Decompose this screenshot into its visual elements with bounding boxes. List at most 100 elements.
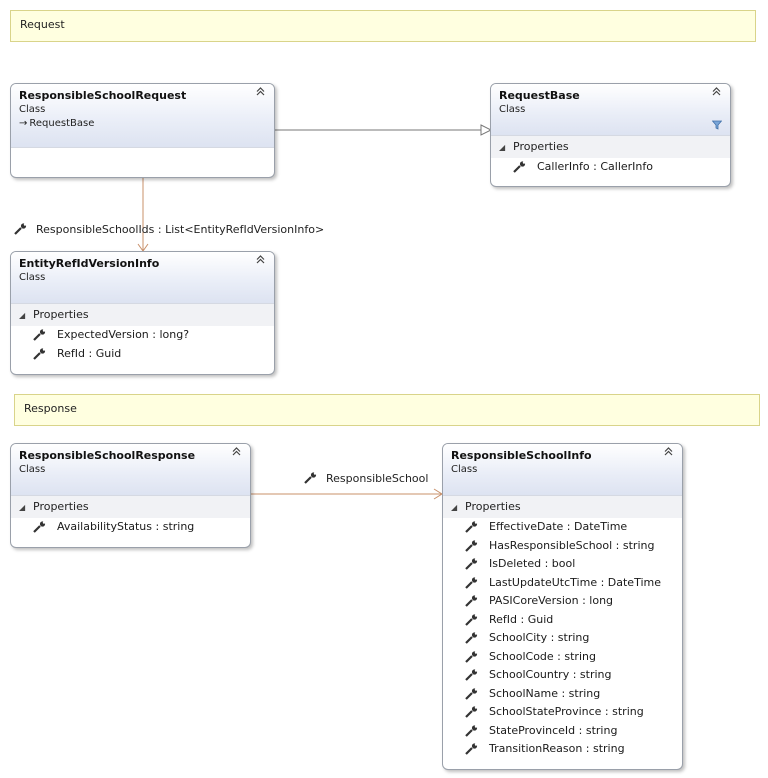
double-chevron-up-icon[interactable] [232, 447, 241, 459]
property-text: EffectiveDate : DateTime [489, 520, 628, 533]
class-responsible-school-request[interactable]: ResponsibleSchoolRequest Class →RequestB… [10, 83, 275, 178]
property-text: IsDeleted : bool [489, 557, 576, 570]
property-item[interactable]: RefId : Guid [11, 345, 274, 364]
property-item[interactable]: EffectiveDate : DateTime [443, 518, 682, 537]
property-item[interactable]: TransitionReason : string [443, 740, 682, 759]
double-chevron-up-icon[interactable] [256, 255, 265, 267]
wrench-icon [513, 161, 527, 180]
section-label: Properties [513, 140, 569, 153]
properties-section-header[interactable]: ◢ Properties [491, 136, 730, 158]
wrench-icon [14, 223, 28, 238]
class-responsible-school-response[interactable]: ResponsibleSchoolResponse Class ◢ Propert… [10, 443, 251, 548]
triangle-down-icon[interactable]: ◢ [19, 311, 26, 320]
property-text: SchoolCode : string [489, 649, 596, 663]
class-responsible-school-info[interactable]: ResponsibleSchoolInfo Class ◢Properties … [442, 443, 683, 770]
property-text: StateProvinceId : string [489, 723, 618, 737]
wrench-icon [304, 472, 318, 487]
class-inheritance: →RequestBase [19, 118, 266, 129]
triangle-down-icon[interactable]: ◢ [451, 503, 458, 512]
class-header: ResponsibleSchoolResponse Class [11, 444, 250, 496]
property-item[interactable]: LastUpdateUtcTime : DateTime [443, 574, 682, 593]
wrench-icon [465, 539, 479, 559]
wrench-icon [465, 521, 479, 540]
property-item[interactable]: SchoolStateProvince : string [443, 703, 682, 722]
property-item[interactable]: SchoolCity : string [443, 629, 682, 648]
association-label-responsible-school[interactable]: ResponsibleSchool [304, 472, 428, 487]
wrench-icon [465, 558, 479, 577]
class-kind: Class [19, 272, 46, 283]
class-name: ResponsibleSchoolRequest [19, 89, 187, 102]
property-text: RefId : Guid [489, 612, 554, 626]
property-text: SchoolName : string [489, 686, 601, 700]
wrench-icon [465, 706, 479, 725]
association-text: ResponsibleSchoolIds : List<EntityRefIdV… [36, 223, 325, 236]
property-text: PASICoreVersion : long [489, 594, 614, 607]
class-kind: Class [19, 464, 46, 475]
property-item[interactable]: RefId : Guid [443, 611, 682, 630]
property-text: ExpectedVersion : long? [57, 328, 190, 341]
inherits-label: RequestBase [29, 118, 95, 129]
response-note[interactable]: Response [14, 394, 760, 426]
property-text: SchoolCountry : string [489, 668, 612, 681]
wrench-icon [465, 743, 479, 762]
double-chevron-up-icon[interactable] [664, 447, 673, 459]
class-header: ResponsibleSchoolRequest Class →RequestB… [11, 84, 274, 148]
class-header: ResponsibleSchoolInfo Class [443, 444, 682, 496]
property-item[interactable]: StateProvinceId : string [443, 722, 682, 741]
property-item[interactable]: CallerInfo : CallerInfo [491, 158, 730, 177]
class-name: EntityRefIdVersionInfo [19, 257, 160, 270]
property-item[interactable]: IsDeleted : bool [443, 555, 682, 574]
property-item[interactable]: SchoolCountry : string [443, 666, 682, 685]
class-kind: Class [19, 104, 46, 115]
double-chevron-up-icon[interactable] [256, 87, 265, 99]
class-header: RequestBase Class [491, 84, 730, 136]
wrench-icon [33, 329, 47, 348]
double-chevron-up-icon[interactable] [712, 87, 721, 99]
section-label: Properties [33, 308, 89, 321]
property-item[interactable]: AvailabilityStatus : string [11, 518, 250, 537]
properties-section-header[interactable]: ◢ Properties [11, 304, 274, 326]
class-kind: Class [451, 464, 478, 475]
response-note-text: Response [24, 402, 77, 415]
class-body [11, 148, 274, 176]
properties-section-header[interactable]: ◢ Properties [11, 496, 250, 518]
class-name: ResponsibleSchoolInfo [451, 449, 592, 462]
property-item[interactable]: HasResponsibleSchool : string [443, 537, 682, 556]
wrench-icon [465, 687, 479, 707]
association-label-responsible-school-ids[interactable]: ResponsibleSchoolIds : List<EntityRefIdV… [14, 223, 324, 238]
wrench-icon [465, 595, 479, 614]
class-name: ResponsibleSchoolResponse [19, 449, 196, 462]
section-label: Properties [33, 500, 89, 513]
property-text: HasResponsibleSchool : string [489, 538, 655, 552]
property-text: SchoolCity : string [489, 631, 590, 644]
class-entity-ref-id-version-info[interactable]: EntityRefIdVersionInfo Class ◢ Properties… [10, 251, 275, 375]
property-item[interactable]: PASICoreVersion : long [443, 592, 682, 611]
property-item[interactable]: ExpectedVersion : long? [11, 326, 274, 345]
property-item[interactable]: SchoolName : string [443, 685, 682, 704]
properties-section-header[interactable]: ◢ Properties [443, 496, 682, 518]
inheritance-arrowhead [480, 124, 493, 136]
request-note-text: Request [20, 18, 65, 31]
triangle-down-icon[interactable]: ◢ [19, 503, 26, 512]
property-item[interactable]: SchoolCode : string [443, 648, 682, 667]
wrench-icon [465, 576, 479, 596]
wrench-icon [33, 347, 47, 367]
wrench-icon [465, 724, 479, 744]
wrench-icon [465, 669, 479, 688]
property-text: TransitionReason : string [489, 742, 625, 755]
class-header: EntityRefIdVersionInfo Class [11, 252, 274, 304]
wrench-icon [465, 650, 479, 670]
section-label: Properties [465, 500, 521, 513]
property-text: RefId : Guid [57, 346, 122, 360]
request-note[interactable]: Request [10, 10, 756, 42]
wrench-icon [465, 632, 479, 651]
class-request-base[interactable]: RequestBase Class ◢ Properties CallerInfo… [490, 83, 731, 187]
triangle-down-icon[interactable]: ◢ [499, 143, 506, 152]
filter-icon[interactable] [711, 120, 723, 133]
property-text: AvailabilityStatus : string [57, 520, 195, 533]
class-kind: Class [499, 104, 526, 115]
property-text: SchoolStateProvince : string [489, 705, 644, 718]
class-name: RequestBase [499, 89, 580, 102]
wrench-icon [33, 521, 47, 540]
